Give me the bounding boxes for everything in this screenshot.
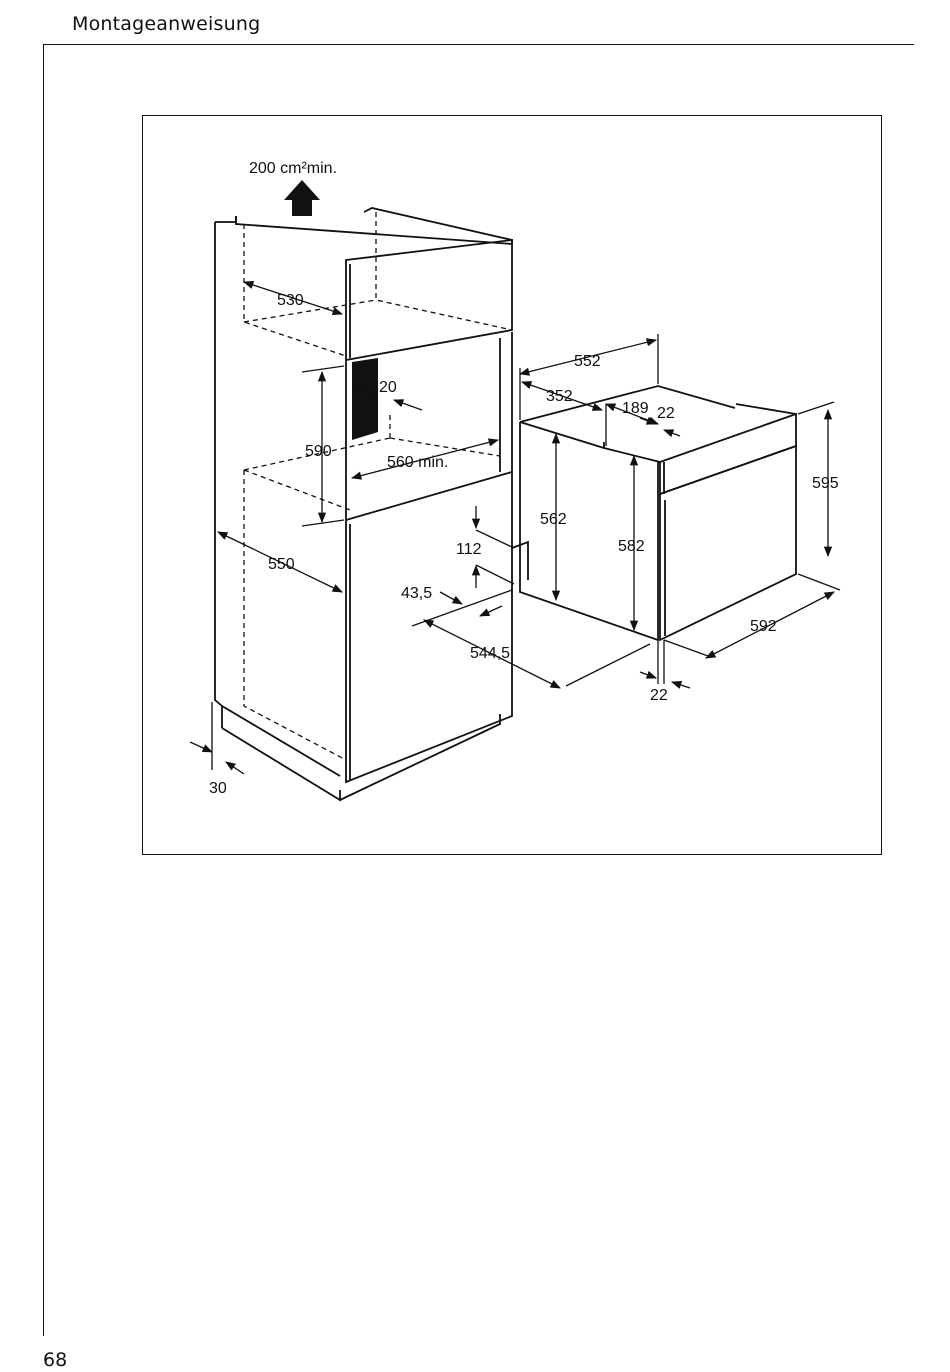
page-number: 68 [43,1349,67,1371]
dim-20: 20 [379,379,397,396]
dim-562: 562 [540,511,567,528]
dim-22-bottom: 22 [650,687,668,704]
cabinet-drawing [215,208,512,800]
dim-43-5: 43,5 [401,585,432,602]
dim-530: 530 [277,292,304,309]
dim-590: 590 [305,443,332,460]
dim-189: 189 [622,400,649,417]
dim-550: 550 [268,556,295,573]
dim-22-top: 22 [657,405,675,422]
dim-544-5: 544,5 [470,645,510,662]
dimension-lines [190,282,840,774]
dim-352: 352 [546,388,573,405]
dim-560: 560 min. [387,454,448,471]
dim-552: 552 [574,353,601,370]
vent-label: 200 cm²min. [249,160,337,177]
dim-582: 582 [618,538,645,555]
dim-30: 30 [209,780,227,797]
ventilation-gap [352,358,378,440]
vent-arrow-icon [284,180,320,216]
dim-112: 112 [456,541,482,558]
dim-595: 595 [812,475,839,492]
dim-592: 592 [750,618,777,635]
